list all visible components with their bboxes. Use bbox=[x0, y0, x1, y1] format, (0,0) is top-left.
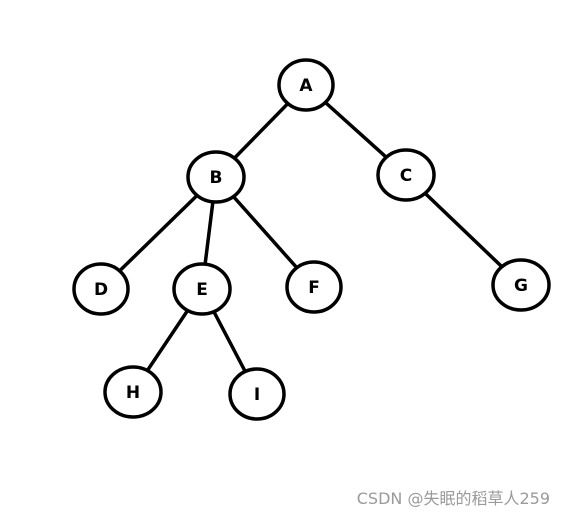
node-f: F bbox=[285, 260, 343, 314]
node-i-circle bbox=[228, 367, 286, 421]
node-e-circle bbox=[172, 262, 232, 316]
node-d-circle bbox=[72, 262, 130, 316]
edges-layer bbox=[99, 83, 523, 396]
node-d-label: D bbox=[94, 280, 108, 300]
node-b-label: B bbox=[210, 168, 223, 188]
node-e-label: E bbox=[196, 280, 208, 300]
node-c-label: C bbox=[400, 166, 412, 186]
node-g: G bbox=[491, 258, 551, 312]
node-f-label: F bbox=[308, 278, 320, 298]
node-i: I bbox=[228, 367, 286, 421]
node-a: A bbox=[277, 58, 335, 112]
node-h: H bbox=[103, 365, 163, 419]
node-f-circle bbox=[285, 260, 343, 314]
node-i-label: I bbox=[254, 385, 260, 405]
node-g-label: G bbox=[514, 276, 528, 296]
node-b-circle bbox=[186, 150, 246, 204]
node-c-circle bbox=[376, 148, 436, 202]
node-g-circle bbox=[491, 258, 551, 312]
node-h-circle bbox=[103, 365, 163, 419]
node-c: C bbox=[376, 148, 436, 202]
node-a-circle bbox=[277, 58, 335, 112]
node-a-label: A bbox=[299, 76, 313, 96]
node-b: B bbox=[186, 150, 246, 204]
node-e: E bbox=[172, 262, 232, 316]
watermark: CSDN @失眠的稻草人259 bbox=[356, 489, 550, 508]
nodes-layer: A B C D E F G H I bbox=[72, 58, 551, 421]
node-h-label: H bbox=[126, 383, 140, 403]
node-d: D bbox=[72, 262, 130, 316]
